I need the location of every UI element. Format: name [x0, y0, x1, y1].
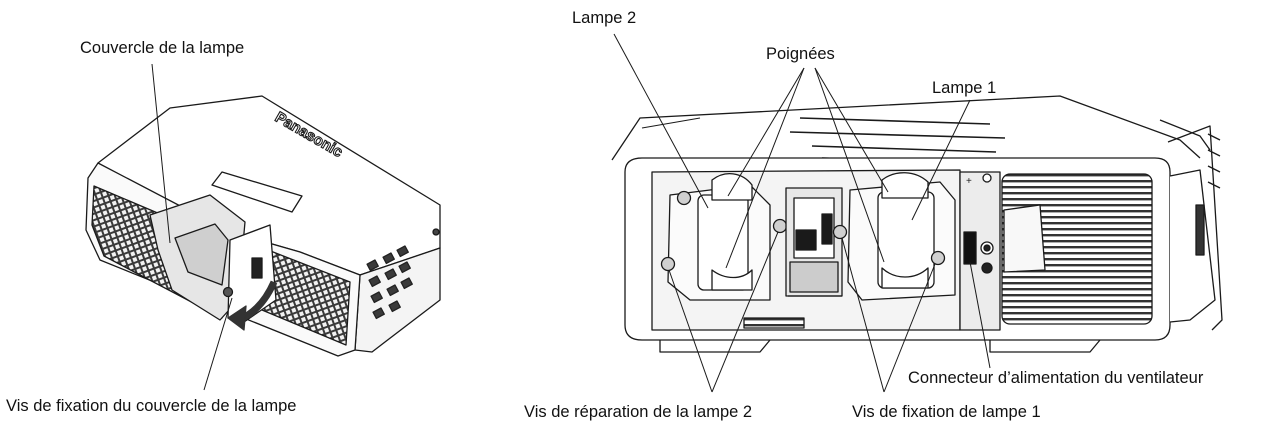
left-leader-lines — [151, 63, 233, 391]
lamp2-screw-top — [676, 190, 692, 206]
left-projector — [85, 95, 441, 357]
label-fan-connector: Connecteur d’alimentation du ventilateur — [908, 369, 1204, 387]
fan-connector-panel — [959, 171, 1001, 331]
fan-connector — [963, 231, 977, 265]
right-leader-lines — [613, 33, 991, 393]
label-lamp-cover: Couvercle de la lampe — [80, 39, 245, 57]
lamp1-unit — [832, 172, 956, 301]
label-lamp2-screws: Vis de réparation de la lampe 2 — [524, 403, 753, 421]
label-lamp2: Lampe 2 — [572, 9, 637, 27]
bottom-vent — [743, 317, 805, 329]
lamp1-screw-right — [930, 250, 946, 266]
label-lamp1-screws: Vis de fixation de lampe 1 — [852, 403, 1041, 421]
top-slats — [789, 117, 1006, 165]
label-handles: Poignées — [766, 45, 835, 63]
lamp2-screw-bottom — [660, 256, 676, 272]
label-cover-screw: Vis de fixation du couvercle de la lampe — [6, 397, 297, 415]
optics-block — [785, 187, 843, 297]
svg-text:+: + — [966, 176, 972, 187]
lamp1-screw-left — [832, 224, 848, 240]
right-projector: + — [611, 95, 1223, 353]
control-panel — [366, 245, 413, 320]
label-lamp1: Lampe 1 — [932, 79, 997, 97]
top-window — [211, 171, 303, 213]
lamp2-unit — [660, 173, 788, 301]
lamp2-screw-mid — [772, 218, 788, 234]
